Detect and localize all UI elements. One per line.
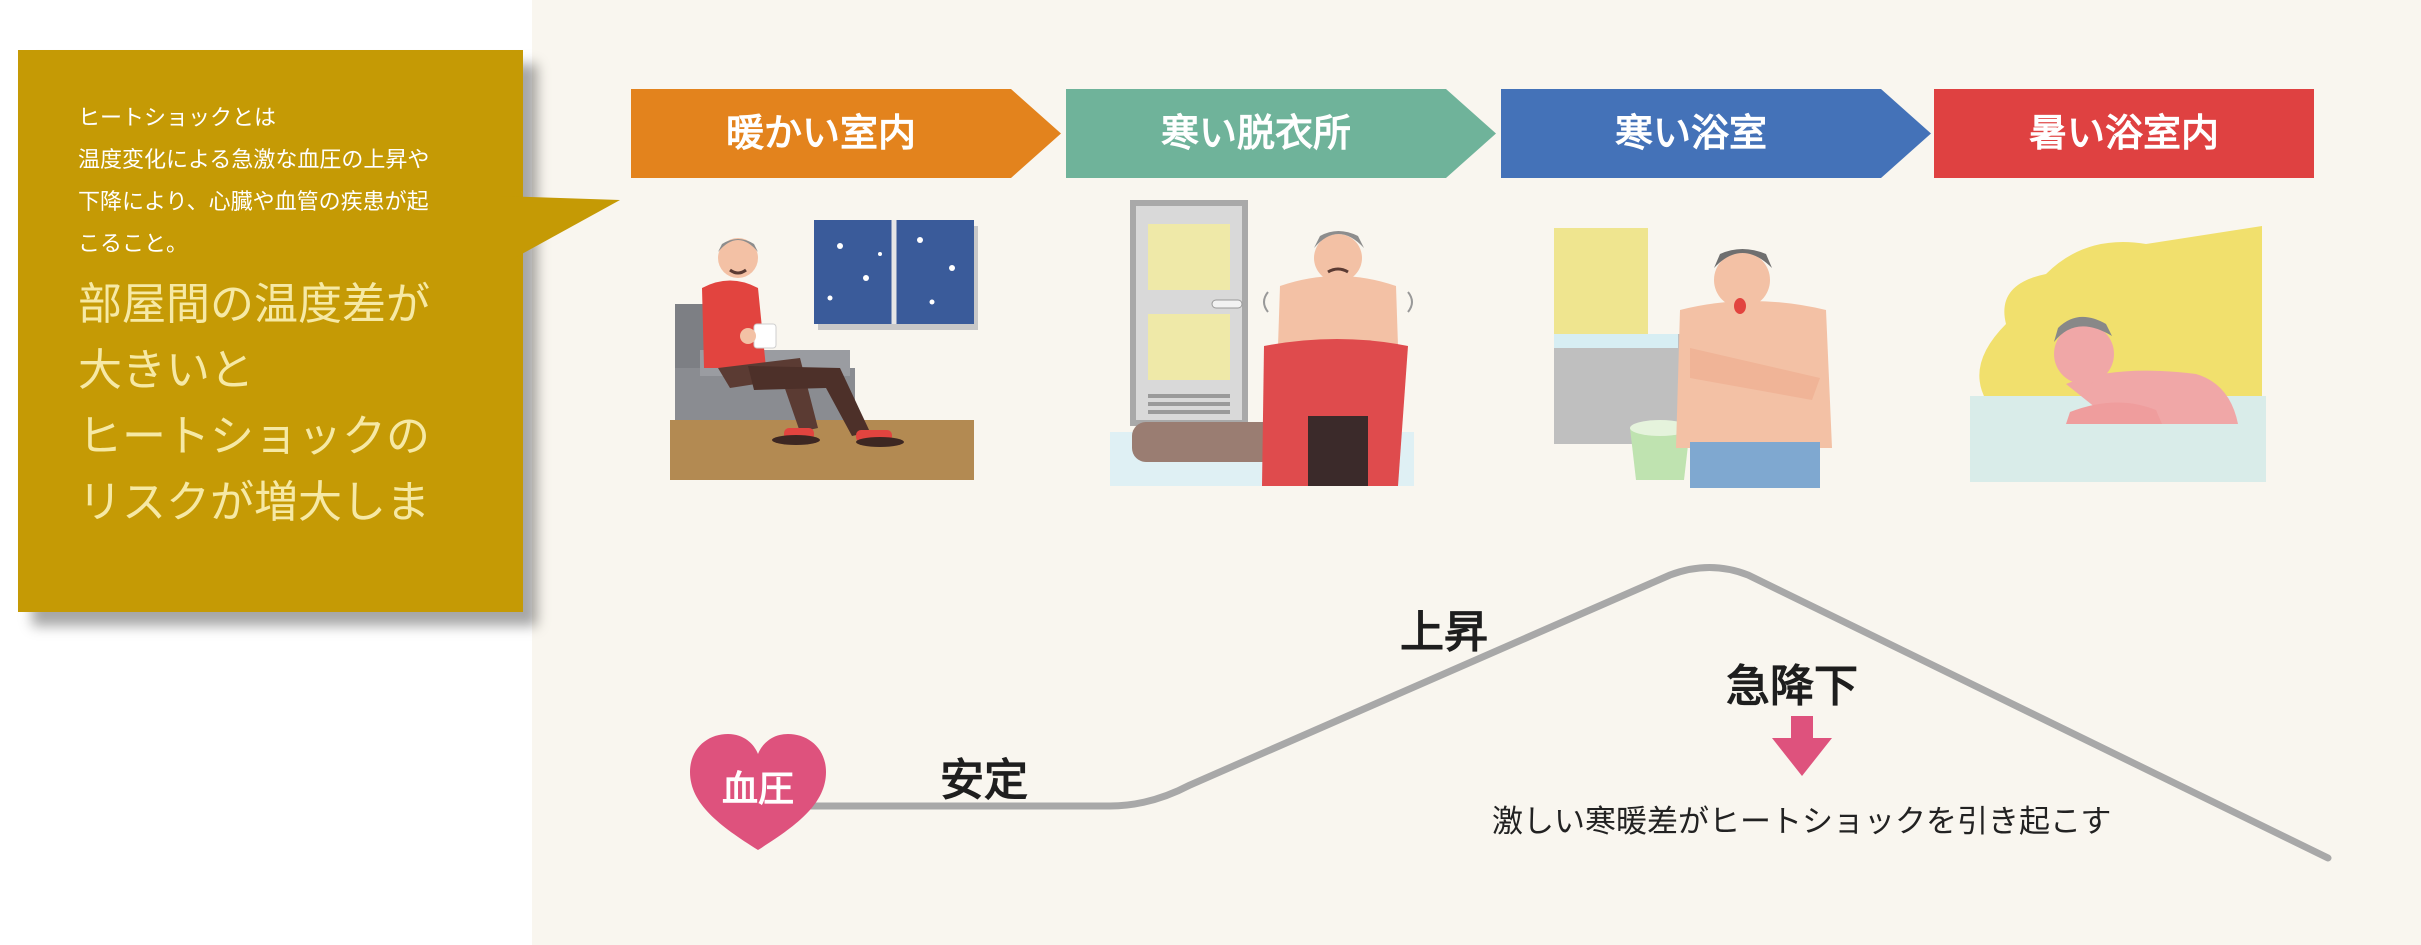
bathroom-illustration bbox=[1554, 228, 1832, 488]
heart-icon bbox=[690, 734, 826, 850]
label-drop: 急降下 bbox=[1726, 661, 1858, 712]
heart-label: 血圧 bbox=[721, 769, 794, 810]
callout-headline: 部屋間の温度差が 大きいと ヒートショックの リスクが増大しま bbox=[78, 272, 518, 536]
headline-line: リスクが増大しま bbox=[78, 477, 430, 528]
stage-label: 暖かい室内 bbox=[725, 111, 916, 155]
dressing-room-illustration bbox=[1110, 200, 1414, 486]
callout-description: ヒートショックとは 温度変化による急激な血圧の上昇や 下降により、心臓や血管の疾… bbox=[78, 98, 498, 266]
stage-label: 寒い脱衣所 bbox=[1160, 111, 1351, 155]
graph-note: 激しい寒暖差がヒートショックを引き起こす bbox=[1492, 804, 2112, 840]
hot-bath-illustration bbox=[1970, 226, 2266, 482]
label-rise: 上昇 bbox=[1400, 607, 1488, 658]
stage-arrow-warm-room: 暖かい室内 bbox=[631, 89, 1061, 178]
label-stable: 安定 bbox=[940, 755, 1028, 806]
stage-arrow-cold-bathroom: 寒い浴室 bbox=[1501, 89, 1931, 178]
callout-line: 温度変化による急激な血圧の上昇や bbox=[78, 148, 430, 173]
stage-arrow-hot-bath: 暑い浴室内 bbox=[1934, 89, 2314, 178]
callout-line: ヒートショックとは bbox=[78, 106, 277, 131]
callout-line: こること。 bbox=[78, 232, 189, 257]
callout-tail bbox=[500, 196, 620, 266]
blood-pressure-line bbox=[796, 564, 2332, 862]
stage-label: 暑い浴室内 bbox=[2028, 111, 2219, 155]
callout-line: 下降により、心臓や血管の疾患が起 bbox=[78, 190, 429, 215]
down-arrow-icon bbox=[1772, 716, 1832, 776]
info-callout: ヒートショックとは 温度変化による急激な血圧の上昇や 下降により、心臓や血管の疾… bbox=[18, 50, 523, 612]
warm-room-illustration bbox=[670, 220, 978, 480]
headline-line: 大きいと bbox=[78, 345, 254, 396]
headline-line: 部屋間の温度差が bbox=[78, 279, 430, 330]
stage-label: 寒い浴室 bbox=[1614, 111, 1767, 155]
headline-line: ヒートショックの bbox=[78, 411, 430, 462]
stage-arrow-cold-dressing-room: 寒い脱衣所 bbox=[1066, 89, 1496, 178]
